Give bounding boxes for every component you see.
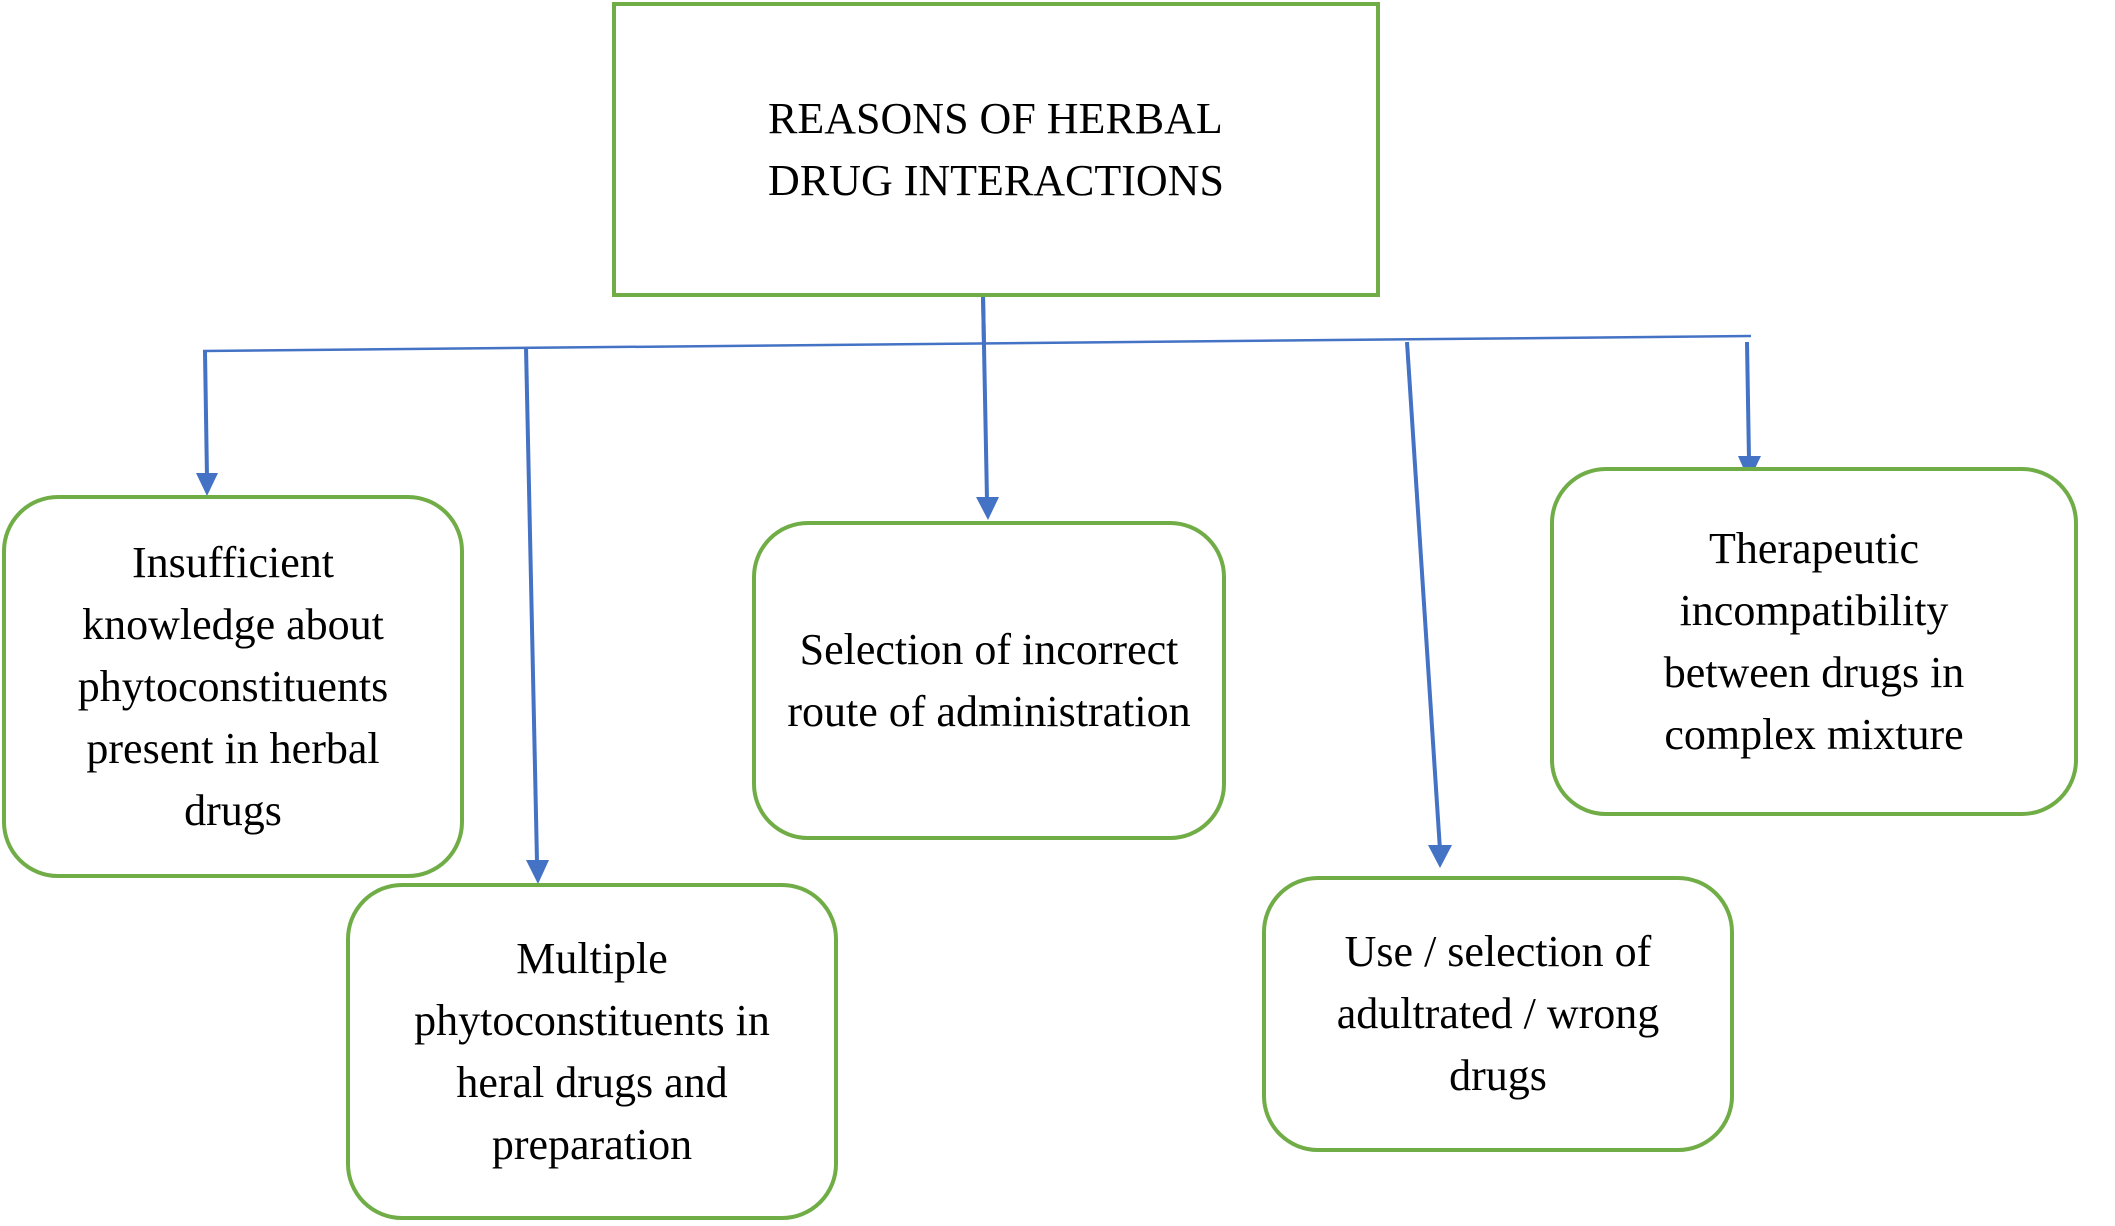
arrow-3-shaft	[981, 294, 989, 501]
bus-line	[202, 334, 1752, 353]
arrow-4-head	[1428, 845, 1452, 868]
reason-label: Use / selection of adultrated / wrong dr…	[1336, 927, 1660, 1100]
arrow-1-head	[196, 473, 218, 496]
reason-node-therapeutic-incompatibility: Therapeutic incompatibility between drug…	[1550, 467, 2078, 816]
root-title: REASONS OF HERBAL DRUG INTERACTIONS	[768, 93, 1224, 205]
reason-node-adulterated-drugs: Use / selection of adultrated / wrong dr…	[1262, 876, 1734, 1152]
reason-label: Selection of incorrect route of administ…	[787, 624, 1191, 736]
root-node: REASONS OF HERBAL DRUG INTERACTIONS	[612, 2, 1380, 297]
reason-node-multiple-phytoconstituents: Multiple phytoconstituents in heral drug…	[346, 883, 838, 1220]
arrow-1-shaft	[203, 351, 209, 479]
reason-label: Insufficient knowledge about phytoconsti…	[77, 537, 389, 835]
arrow-3-head	[976, 497, 999, 520]
arrow-5-shaft	[1745, 341, 1751, 461]
arrow-2-shaft	[524, 346, 539, 863]
arrow-2-head	[526, 860, 549, 884]
reason-node-insufficient-knowledge: Insufficient knowledge about phytoconsti…	[2, 495, 464, 878]
reason-node-incorrect-route: Selection of incorrect route of administ…	[752, 521, 1226, 840]
reason-label: Multiple phytoconstituents in heral drug…	[414, 933, 770, 1169]
arrow-4-shaft	[1405, 341, 1442, 851]
reason-label: Therapeutic incompatibility between drug…	[1663, 523, 1965, 759]
